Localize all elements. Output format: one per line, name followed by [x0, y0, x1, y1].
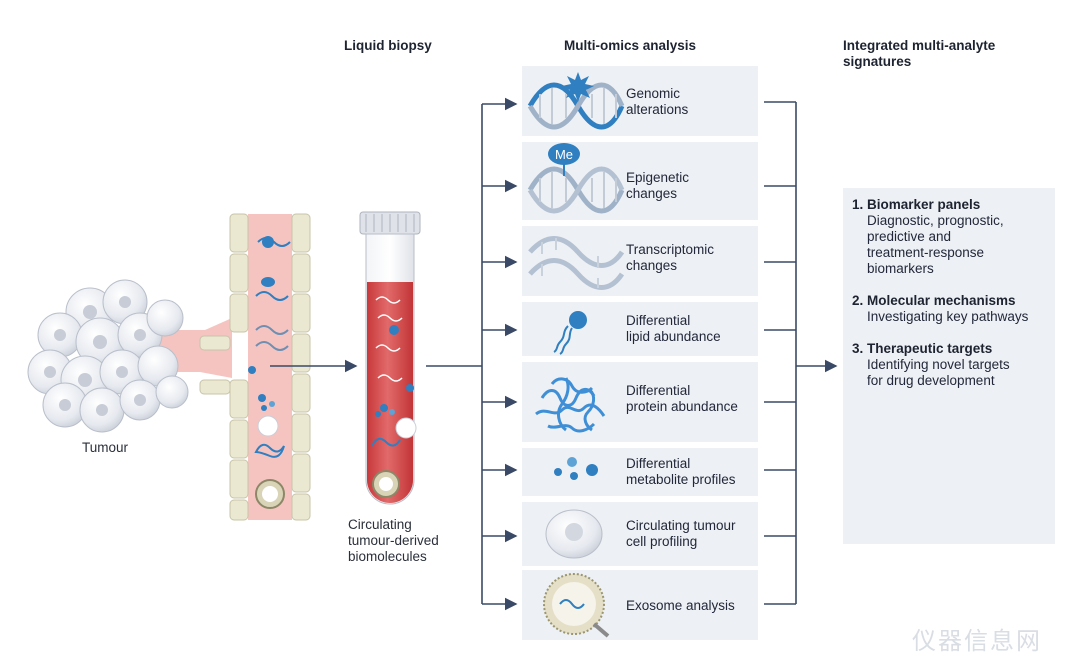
- signatures-panel: 1. Biomarker panels Diagnostic, prognost…: [843, 188, 1055, 544]
- signature-desc-targets: Identifying novel targets for drug devel…: [867, 357, 1010, 388]
- dna-methylation-icon: Me: [527, 143, 625, 214]
- signature-desc-mechanisms: Investigating key pathways: [867, 309, 1029, 324]
- blood-vessel: [199, 213, 311, 521]
- watermark: 仪器信息网: [912, 627, 1042, 655]
- analysis-label-transcriptomic: Transcriptomic changes: [626, 242, 715, 273]
- blood-tube: [359, 211, 421, 505]
- methylation-badge: Me: [555, 147, 573, 162]
- tumour-label: Tumour: [82, 440, 129, 455]
- analysis-card-metabolite: Differential metabolite profiles: [522, 448, 758, 496]
- rna-strands-icon: [528, 236, 625, 290]
- analysis-card-genomic: Genomic alterations: [522, 66, 758, 136]
- analysis-label-exosome: Exosome analysis: [626, 598, 735, 613]
- signature-title-mechanisms: 2. Molecular mechanisms: [852, 293, 1016, 308]
- heading-multi-omics: Multi-omics analysis: [564, 38, 697, 53]
- signature-desc-biomarker: Diagnostic, prognostic, predictive and t…: [867, 213, 1004, 276]
- heading-liquid-biopsy: Liquid biopsy: [344, 38, 432, 53]
- analysis-card-protein: Differential protein abundance: [522, 362, 758, 442]
- analysis-label-epigenetic: Epigenetic changes: [626, 170, 690, 201]
- tumour-illustration: [27, 279, 232, 433]
- analysis-card-transcriptomic: Transcriptomic changes: [522, 226, 758, 296]
- dna-mutation-icon: [527, 72, 625, 130]
- signature-title-targets: 3. Therapeutic targets: [852, 341, 993, 356]
- tube-caption: Circulating tumour-derived biomolecules: [348, 517, 439, 564]
- analysis-label-metabolite: Differential metabolite profiles: [626, 456, 736, 487]
- signature-title-biomarker: 1. Biomarker panels: [852, 197, 981, 212]
- exosome-icon: [543, 573, 610, 638]
- protein-icon: [535, 377, 606, 433]
- analysis-label-protein: Differential protein abundance: [626, 383, 738, 414]
- analysis-label-genomic: Genomic alterations: [626, 86, 689, 117]
- analysis-card-epigenetic: Me Epigenetic changes: [522, 142, 758, 220]
- analysis-label-lipid: Differential lipid abundance: [626, 313, 721, 344]
- branch-connectors: [481, 97, 838, 611]
- analysis-card-lipid: Differential lipid abundance: [522, 302, 758, 356]
- analysis-card-exosome: Exosome analysis: [522, 570, 758, 640]
- heading-signatures: Integrated multi-analyte signatures: [843, 38, 996, 69]
- metabolite-icon: [554, 457, 598, 480]
- analysis-label-tumour-cell: Circulating tumour cell profiling: [626, 518, 736, 549]
- analysis-card-tumour-cell: Circulating tumour cell profiling: [522, 502, 758, 566]
- tumour-cell-icon: [545, 509, 603, 559]
- lipid-icon: [553, 311, 587, 355]
